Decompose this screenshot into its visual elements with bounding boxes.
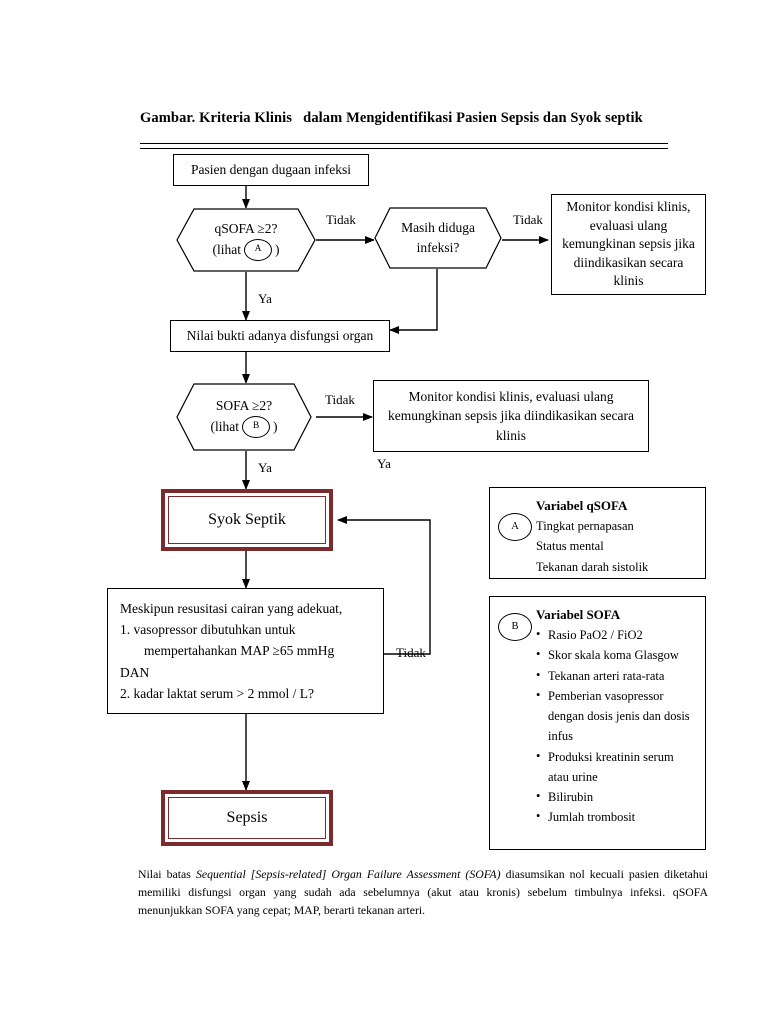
page-title: Gambar. Kriteria Klinis dalam Mengidenti… [140,110,643,126]
masih-diduga-line1: Masih diduga [401,219,475,235]
qsofa-lihat-open: (lihat [212,242,242,257]
legend-sofa-marker-b: B [498,613,532,641]
legend-qsofa-marker-a: A [498,513,532,541]
syok-septik-label: Syok Septik [208,511,286,528]
node-monitor-mid: Monitor kondisi klinis, evaluasi ulang k… [373,380,649,452]
legend-sofa-item-1: Skor skala koma Glasgow [536,644,699,665]
edge-label-tidak-masih: Tidak [513,212,543,227]
sofa-condition: SOFA ≥2? [215,397,273,413]
node-sofa-decision: SOFA ≥2? (lihat B ) [176,383,312,451]
criteria-line-3: mempertahankan MAP ≥65 mmHg [144,643,335,659]
edge-label-tidak-criteria: Tidak [396,645,426,660]
footnote: Nilai batas Sequential [Sepsis-related] … [138,866,708,920]
node-criteria: Meskipun resusitasi cairan yang adekuat,… [107,588,384,714]
legend-qsofa-heading: Variabel qSOFA [536,498,628,513]
legend-qsofa-item-0: Tingkat pernapasan [536,519,634,534]
sofa-lihat-open: (lihat [210,419,240,434]
edge-label-ya-sofa-right: Ya [377,456,391,471]
edge-label-tidak-sofa: Tidak [325,392,355,407]
criteria-line-1: Meskipun resusitasi cairan yang adekuat, [120,600,343,616]
legend-sofa-item-5: Bilirubin [536,786,699,807]
qsofa-condition: qSOFA ≥2? [214,220,278,236]
qsofa-marker-a: A [244,239,272,262]
node-monitor-top: Monitor kondisi klinis, evaluasi ulang k… [551,194,706,295]
legend-sofa-item-4: Produksi kreatinin serum [536,746,699,767]
criteria-line-2: 1. vasopressor dibutuhkan untuk [120,622,296,637]
nilai-bukti-label: Nilai bukti adanya disfungsi organ [186,328,374,344]
node-sepsis: Sepsis [161,790,333,846]
sofa-lihat-close: ) [273,419,278,434]
monitor-top-label: Monitor kondisi klinis, evaluasi ulang k… [562,198,695,289]
legend-sofa-item-0: Rasio PaO2 / FiO2 [536,624,699,645]
node-nilai-bukti: Nilai bukti adanya disfungsi organ [170,320,390,352]
legend-sofa-item-3-cont-1: infus [548,729,573,744]
edge-label-ya-qsofa: Ya [258,291,272,306]
legend-qsofa-item-2: Tekanan darah sistolik [536,559,649,574]
footnote-part1: Nilai batas [138,867,196,881]
legend-sofa-heading: Variabel SOFA [536,607,621,622]
sofa-marker-b: B [242,416,270,439]
node-start-label: Pasien dengan dugaan infeksi [190,162,352,178]
title-divider [140,143,668,149]
sepsis-label: Sepsis [226,809,268,826]
legend-sofa-item-3: Pemberian vasopressor [536,685,699,706]
legend-sofa-item-3-cont-0: dengan dosis jenis dan dosis [548,709,690,724]
legend-sofa-item-2: Tekanan arteri rata-rata [536,665,699,686]
footnote-part2: diasumsikan nol kecuali pasien diketahui… [138,867,708,917]
node-start: Pasien dengan dugaan infeksi [173,154,369,186]
legend-sofa-item-4-cont-0: atau urine [548,769,598,784]
footnote-italic: Sequential [Sepsis-related] Organ Failur… [195,867,501,881]
qsofa-lihat-close: ) [275,242,280,257]
criteria-line-5: 2. kadar laktat serum > 2 mmol / L? [120,685,314,701]
edge-label-ya-sofa: Ya [258,460,272,475]
edge-label-tidak-qsofa: Tidak [326,212,356,227]
criteria-line-4: DAN [120,664,150,680]
legend-qsofa: A Variabel qSOFA Tingkat pernapasan Stat… [489,487,706,579]
legend-sofa: B Variabel SOFA Rasio PaO2 / FiO2 Skor s… [489,596,706,850]
node-syok-septik: Syok Septik [161,489,333,551]
legend-qsofa-item-1: Status mental [536,539,604,554]
monitor-mid-label: Monitor kondisi klinis, evaluasi ulang k… [388,389,634,443]
node-qsofa-decision: qSOFA ≥2? (lihat A ) [176,208,316,272]
masih-diduga-line2: infeksi? [416,240,460,255]
node-masih-diduga-decision: Masih diduga infeksi? [374,207,502,269]
legend-sofa-item-6: Jumlah trombosit [536,806,699,827]
